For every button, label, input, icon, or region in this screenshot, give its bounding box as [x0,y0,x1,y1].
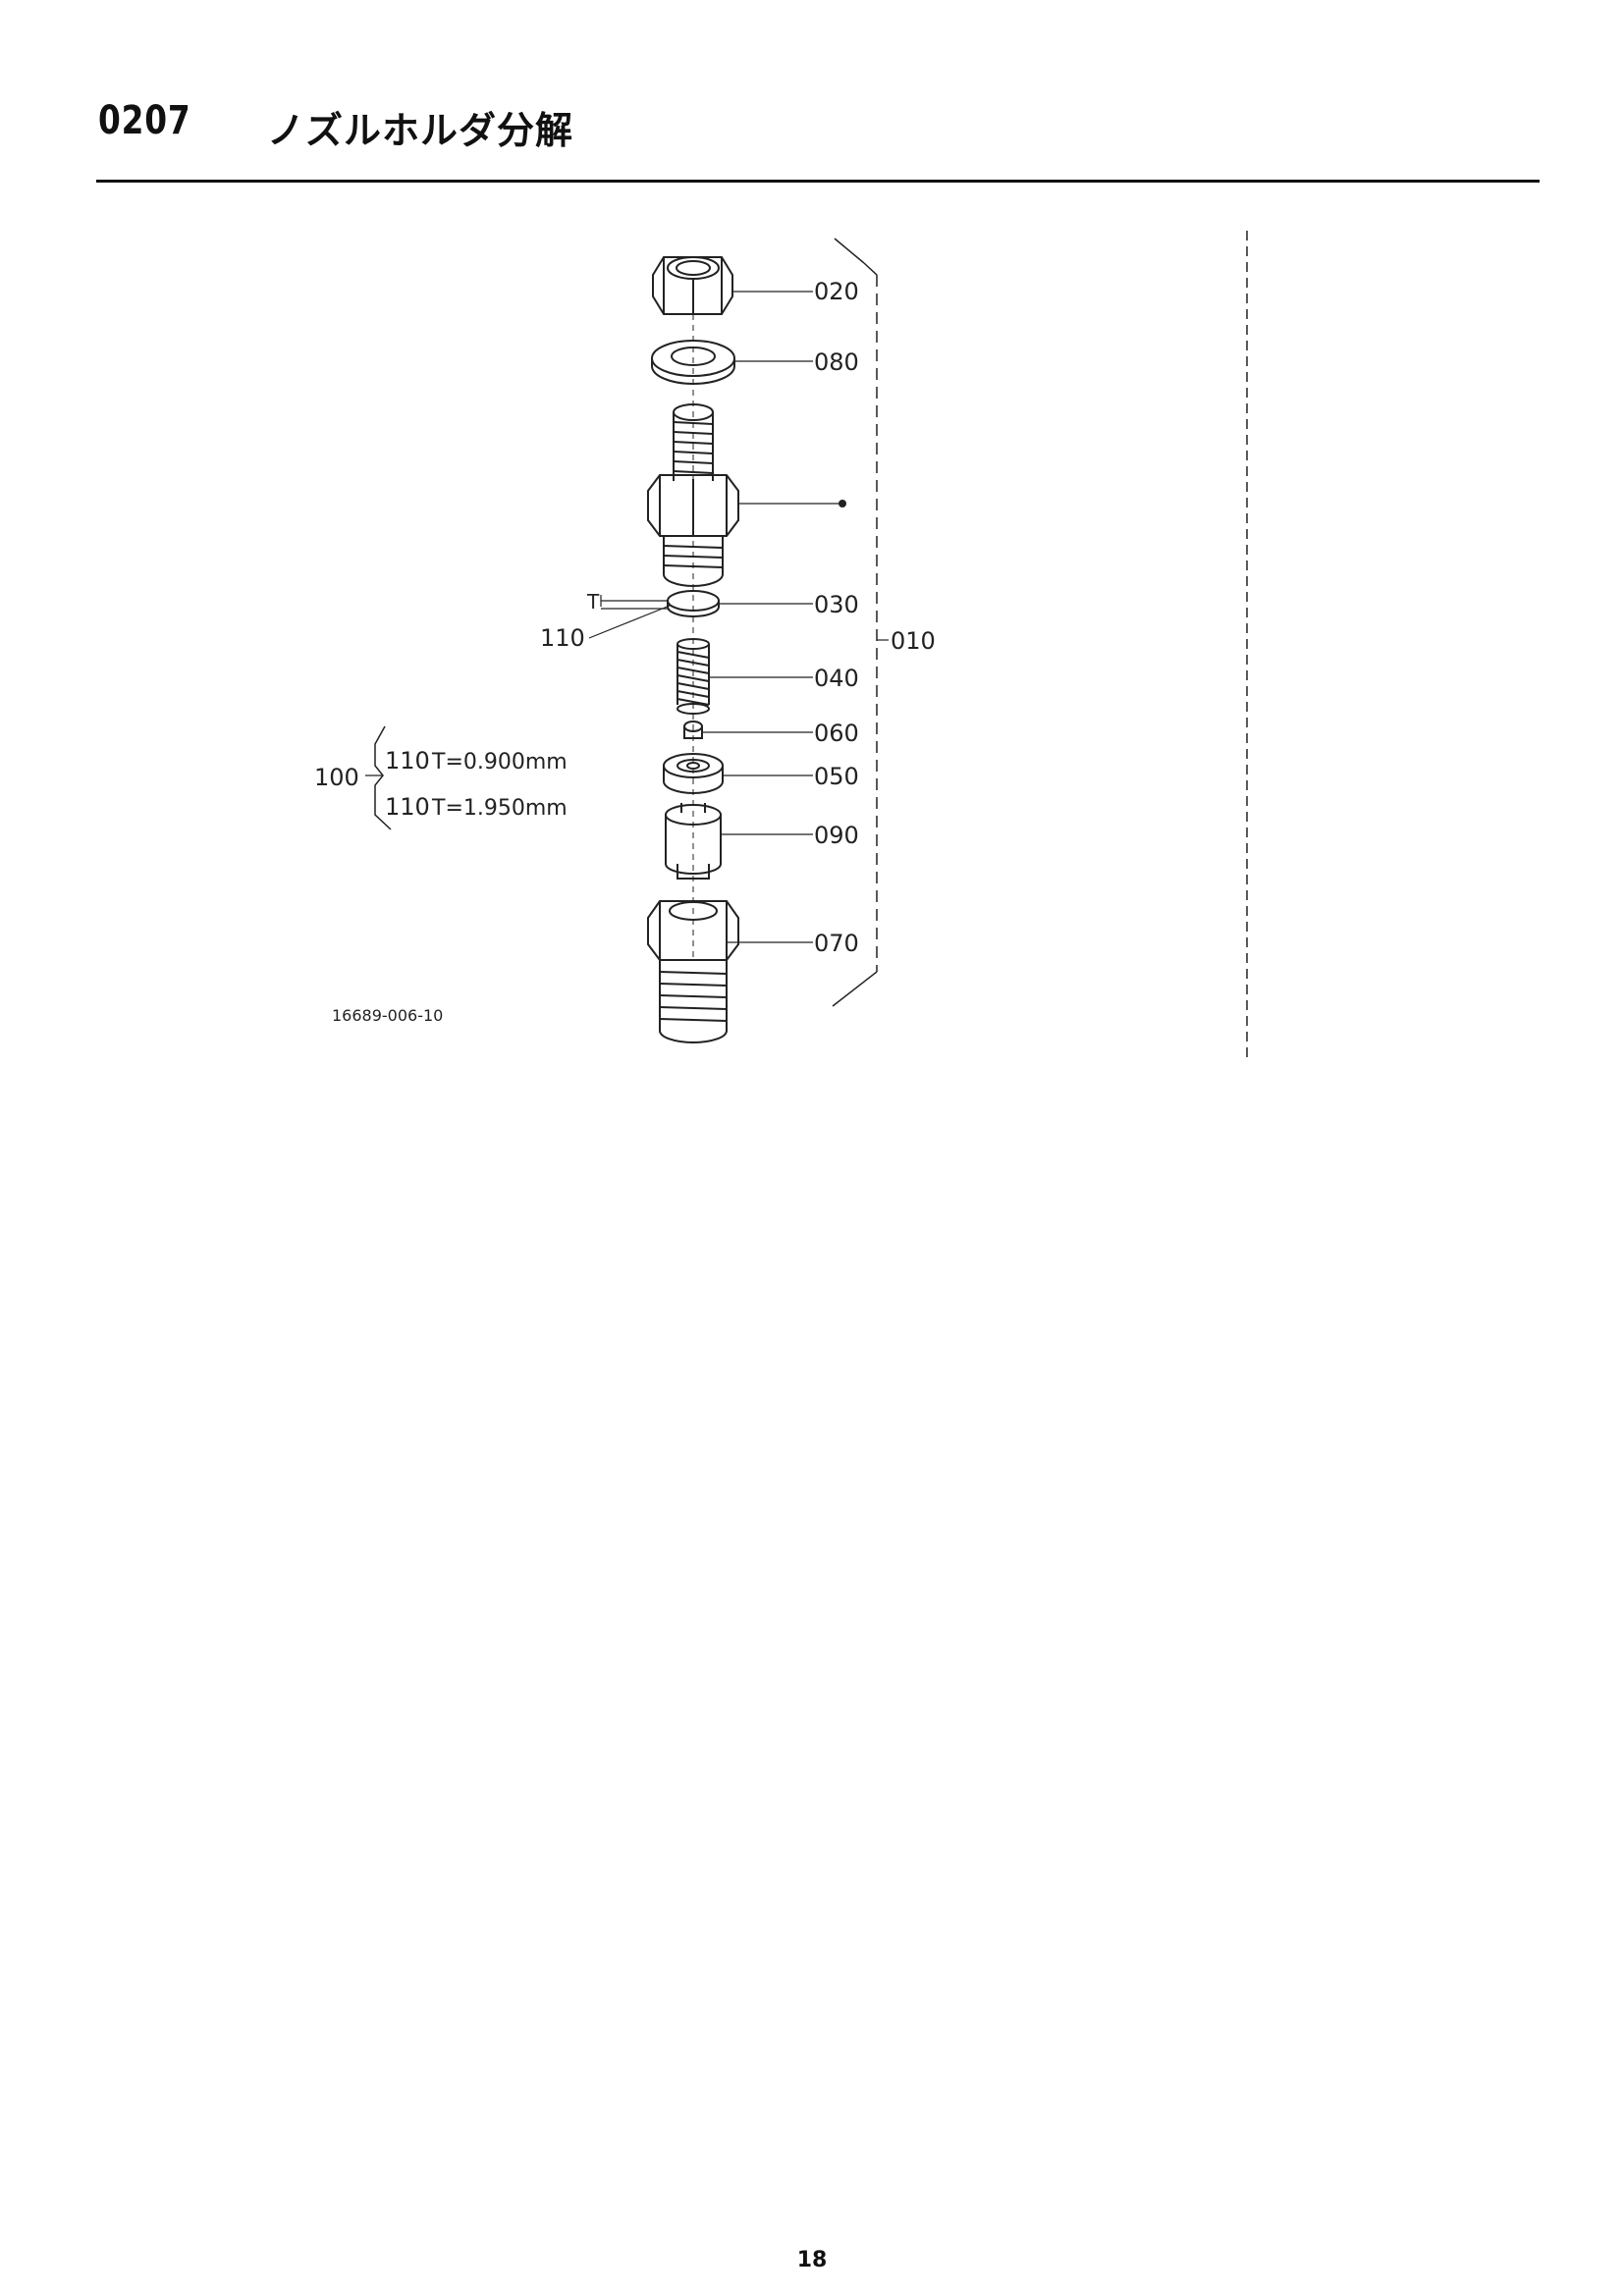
label-080: 080 [814,348,859,376]
drawing-code: 16689-006-10 [332,1006,443,1025]
part-080-washer [651,340,735,385]
part-020-hex-nut [652,256,733,315]
section-number: 0207 [98,98,191,143]
kit-option-1-spec: T=0.900mm [431,750,568,774]
part-070-retaining-nut [647,900,739,1043]
page-header: 0207 ノズルホルダ分解 [96,90,1540,159]
header-rule [96,180,1540,183]
kit-option-1-part: 110 [385,747,430,774]
label-010: 010 [891,627,936,655]
leader-lines [365,291,889,943]
label-050: 050 [814,763,859,790]
assembly-bracket [832,238,878,1007]
part-050-distance-piece [663,753,724,794]
label-030: 030 [814,591,859,618]
part-030-shim [667,590,720,617]
label-t-marker: T [586,590,600,614]
label-070: 070 [814,930,859,957]
leader-dot [839,500,846,507]
label-040: 040 [814,665,859,692]
label-020: 020 [814,278,859,305]
kit-option-2-part: 110 [385,793,430,821]
part-090-nozzle [665,803,722,880]
nozzle-holder-body [647,403,739,587]
label-060: 060 [814,720,859,747]
section-title: ノズルホルダ分解 [267,109,574,152]
label-110: 110 [540,624,585,652]
kit-brace [374,725,392,830]
kit-option-2-spec: T=1.950mm [431,796,568,821]
part-040-spring [677,638,710,715]
label-090: 090 [814,822,859,849]
page-number: 18 [796,2248,828,2272]
kit-number: 100 [314,764,359,791]
exploded-parts-diagram: 020 080 030 010 040 060 050 090 070 110 … [314,231,1248,1060]
